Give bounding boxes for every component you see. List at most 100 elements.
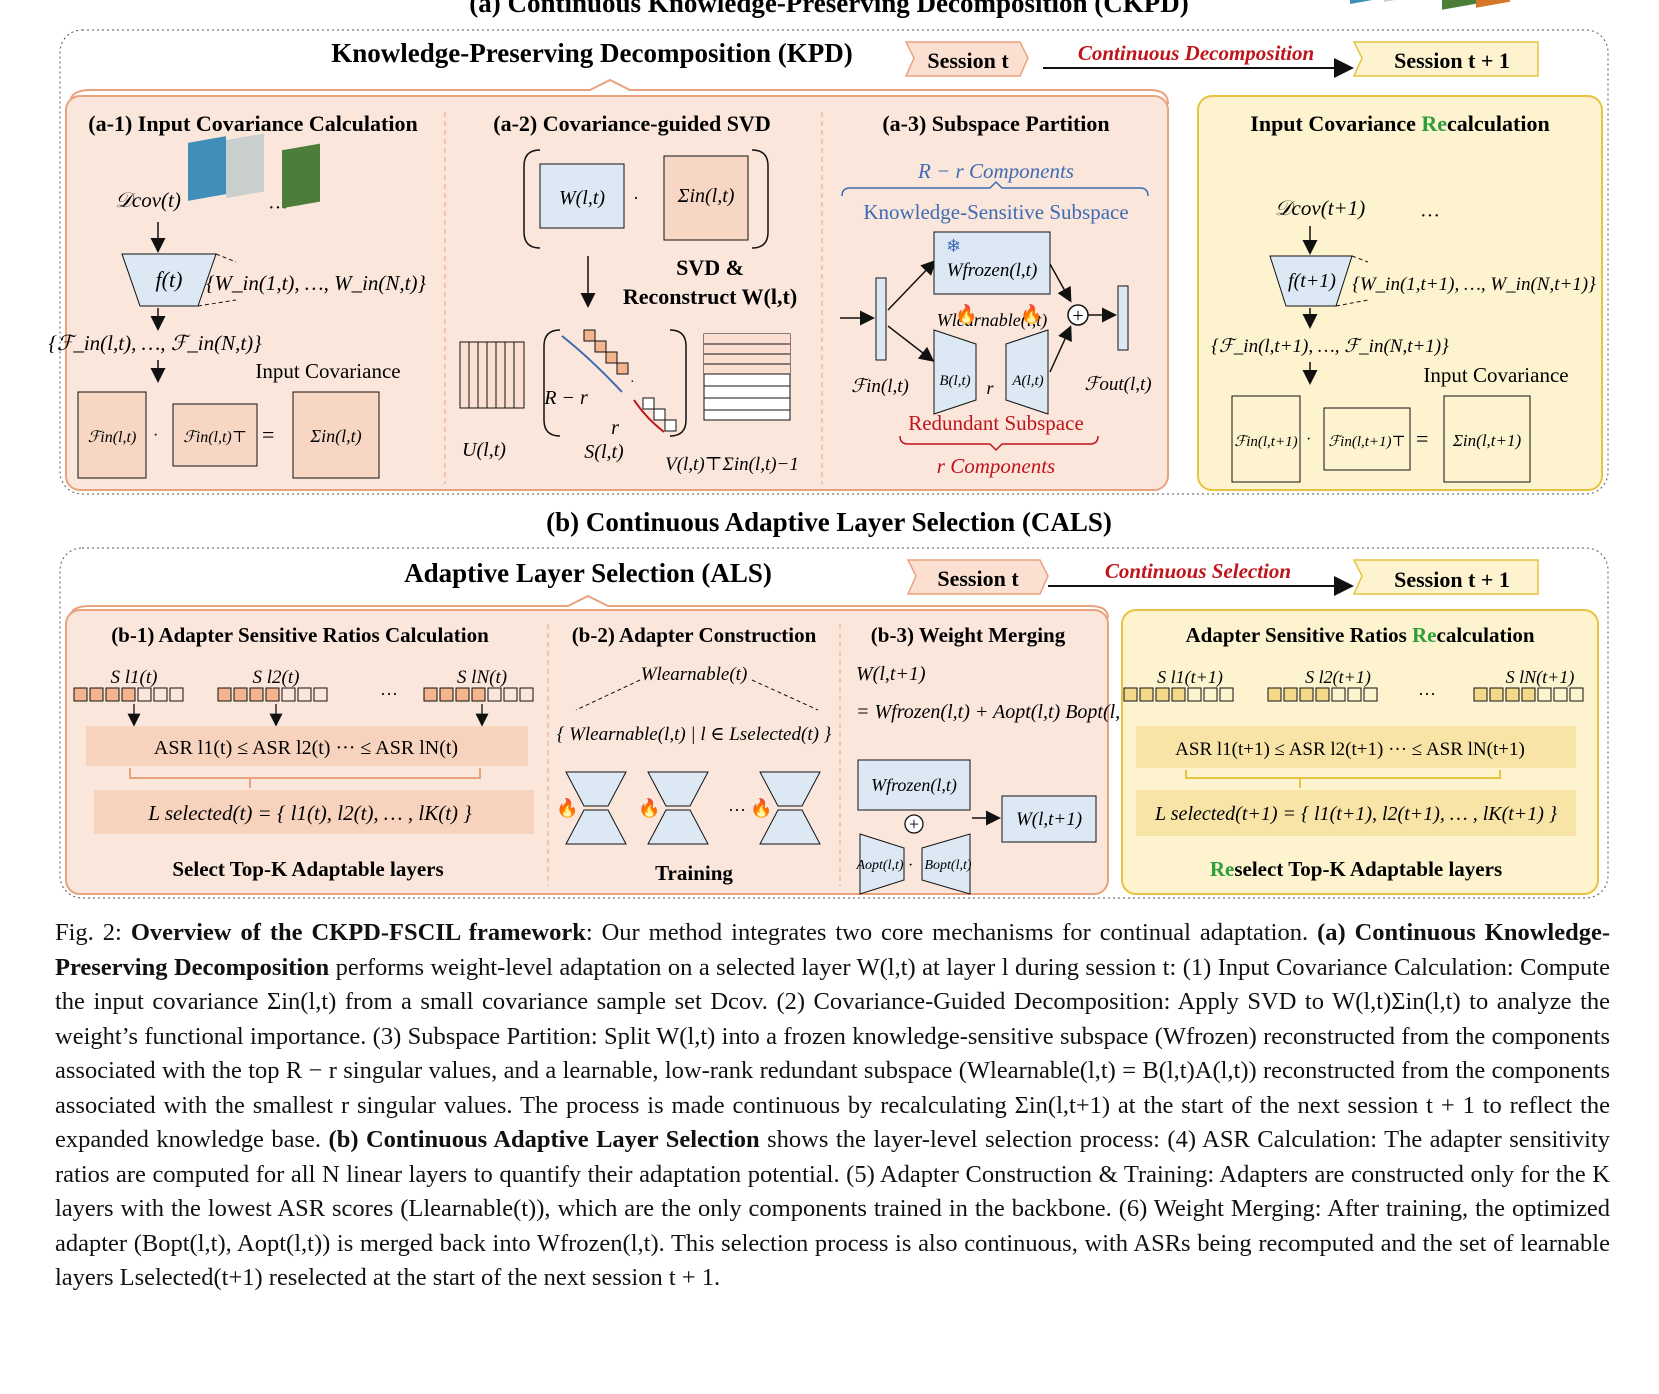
a1-m2: ℱin(l,t)⊤ [183,429,247,446]
a3-out-bar [1117,285,1129,351]
recalc-a-dash-2 [1335,299,1369,307]
a3-a-trapezoid [1005,329,1049,415]
b2-foot: Training [655,861,733,885]
square-cell [1521,687,1536,702]
session-t1-label-a: Session t + 1 [1394,48,1510,73]
recalc-a-input-covariance: Input Covariance [1423,363,1568,387]
square-cell [137,687,152,702]
square-cell [1171,687,1186,702]
a2-sigma: Σin(l,t) [677,185,735,207]
recalc-b-bracket [1185,770,1501,779]
recalc-b-sn: S lN(t+1) [1506,667,1575,688]
a1-weights: {W_in(1,t), …, W_in(N,t)} [206,271,426,295]
square-cell [519,687,534,702]
a3-fin: ℱin(l,t) [851,376,909,397]
als-brace [69,594,1109,619]
b3-dot: · [908,857,913,874]
b3-frozen-box [857,759,971,811]
recalc-b-square-rows [1123,687,1584,702]
a1-equals: = [262,422,274,447]
b2-adapter-group: ··· [565,771,821,845]
a3-arrow-merge-2 [1049,325,1072,373]
recalc-a-f: f(t+1) [1288,270,1336,292]
b3-plus-sign: + [909,814,919,834]
a1-input-covariance: Input Covariance [255,359,400,383]
recalc-b-foot: Reselect Top-K Adaptable layers [1210,857,1502,881]
svg-text:·: · [630,375,635,390]
framework-diagram: (a) Continuous Knowledge-Preserving Deco… [48,0,1609,899]
square-cell [233,687,248,702]
a3-redundant-subspace: Redundant Subspace [908,411,1084,435]
snowflake-icon: ❄ [946,236,961,256]
a2-paren-right [751,149,769,249]
b2-dash-1 [575,679,641,711]
a3-title: (a-3) Subspace Partition [882,111,1109,136]
a3-bottom-brace [899,435,1099,452]
a2-paren-left [523,149,541,249]
a3-r-components: r Components [937,454,1055,478]
a3-frozen: Wfrozen(l,t) [947,260,1038,281]
square-cell [423,687,438,702]
square-cell [281,687,296,702]
b1-foot: Select Top-K Adaptable layers [172,857,443,881]
a1-dash-1 [215,253,237,263]
b1-title: (b-1) Adapter Sensitive Ratios Calculati… [111,623,489,647]
square-cell [1331,687,1346,702]
caption-p02: Overview of the CKPD-FSCIL framework [130,919,586,946]
a1-f: f(t) [156,267,183,292]
continuous-decomposition-label: Continuous Decomposition [1078,41,1314,65]
recalc-a-dot: · [1306,431,1311,448]
kpd-brace [69,78,1169,105]
b3-eq1: W(l,t+1) [856,663,926,685]
a3-in-bar [875,277,887,361]
b3-bopt-trapezoid [921,833,971,895]
square-cell [121,687,136,702]
a1-matrix-f [77,391,147,479]
figure-caption: Fig. 2: Overview of the CKPD-FSCIL frame… [55,916,1610,1296]
a3-ks-subspace: Knowledge-Sensitive Subspace [863,200,1128,224]
a1-features: {ℱ_in(l,t), …, ℱ_in(N,t)} [48,331,262,355]
recalc-b-s1: S l1(t+1) [1157,667,1223,688]
a1-dot: · [153,427,158,444]
a2-w: W(l,t) [559,187,605,209]
square-cell [1123,687,1138,702]
a2-title: (a-2) Covariance-guided SVD [493,111,770,136]
a2-w-box [539,163,625,229]
square-cell [455,687,470,702]
a2-rr: R − r [543,387,588,409]
a2-r: r [611,417,619,439]
u-matrix [459,341,525,409]
caption-p04: (a) Continuous Knowledge-Preserving Deco… [55,919,1610,981]
square-cell [1363,687,1378,702]
recalc-b-ellipsis: ··· [1418,684,1436,704]
a1-dcov: 𝒟cov(t) [115,188,181,212]
b3-aopt: Aopt(l,t) [855,858,903,873]
b3-plus-circle [904,814,924,834]
caption-p07: shows the layer-level selection process:… [55,1126,1610,1291]
recalc-panel-a [1197,95,1603,491]
s-matrix: · [543,329,687,437]
square-cell [503,687,518,702]
session-t-flag-a [904,41,1029,77]
a3-arrow-learnable [887,325,935,362]
fire-icon-4: 🔥 [638,797,660,818]
part-a-title: (a) Continuous Knowledge-Preserving Deco… [469,0,1188,18]
square-cell [1315,687,1330,702]
a2-s: S(l,t) [584,441,624,463]
recalc-a-m1: ℱin(l,t+1) [1234,434,1297,450]
b2-title: (b-2) Adapter Construction [572,623,817,647]
svg-text:···: ··· [728,800,746,820]
recalc-a-dash-1 [1351,255,1369,263]
recalc-b-lsel: L selected(t+1) = { l1(t+1), l2(t+1), … … [1154,803,1557,825]
b2-wl: Wlearnable(t) [641,664,748,685]
a1-m1: ℱin(l,t) [88,429,137,446]
square-cell [1569,687,1584,702]
a3-frozen-box [933,231,1051,295]
b1-s2: S l2(t) [253,667,300,688]
square-cell [1155,687,1170,702]
a2-svd2: Reconstruct W(l,t) [623,284,797,309]
session-t-flag-b [906,559,1049,595]
recalc-a-features: {ℱ_in(l,t+1), …, ℱ_in(N,t+1)} [1211,336,1449,357]
square-cell [1299,687,1314,702]
square-cell [487,687,502,702]
